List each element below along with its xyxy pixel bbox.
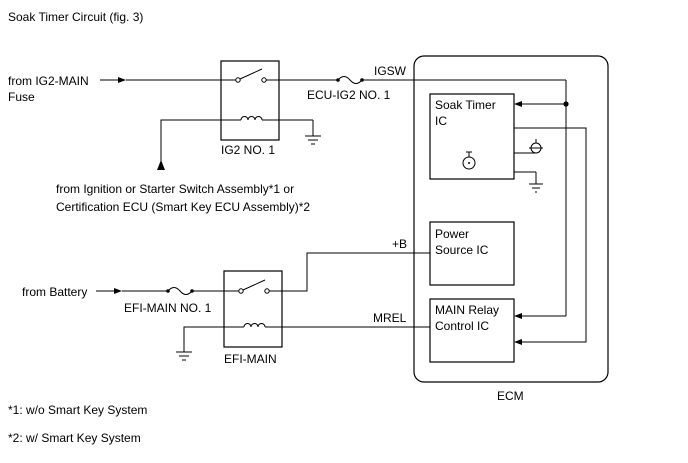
signal-igsw-label: IGSW — [374, 64, 407, 78]
soak-timer-ic-label-line2: IC — [435, 114, 447, 128]
source-ignition-label-line2: Certification ECU (Smart Key ECU Assembl… — [56, 200, 310, 214]
note-2: *2: w/ Smart Key System — [8, 431, 141, 445]
soak-timer-output-arrow — [514, 339, 522, 345]
timer-icon — [462, 151, 476, 170]
signal-mrel-label: MREL — [373, 311, 407, 325]
source-ig2-main-label-fuse: Fuse — [8, 90, 35, 104]
power-supply-icon — [529, 139, 543, 154]
igsw-to-soak-timer-arrow — [514, 101, 522, 107]
efi-main-fuse-icon — [167, 287, 193, 295]
ground-icon — [176, 351, 192, 361]
source-battery-label: from Battery — [22, 285, 87, 299]
battery-input-arrow — [96, 288, 122, 294]
note-1: *1: w/o Smart Key System — [8, 403, 147, 417]
power-source-ic-box — [429, 221, 515, 286]
ecm-label: ECM — [497, 389, 524, 403]
ground-icon — [529, 172, 543, 193]
ig2-relay-label: IG2 NO. 1 — [221, 143, 275, 157]
ig2-main-input-arrow — [100, 77, 126, 83]
efi-main-fuse-label: EFI-MAIN NO. 1 — [124, 301, 212, 315]
wire-soak-timer-output — [514, 127, 587, 343]
diagram-title: Soak Timer Circuit (fig. 3) — [8, 10, 143, 24]
ig2-relay-coil-icon — [240, 116, 263, 121]
wire-efi-coil-to-ground — [183, 326, 224, 352]
main-relay-control-ic-box — [429, 298, 515, 363]
wire-plus-b — [282, 252, 414, 292]
source-ig2-main-label: from IG2-MAIN — [8, 74, 89, 88]
igsw-to-main-relay-arrow — [514, 313, 522, 319]
efi-relay-coil-icon — [243, 323, 266, 328]
ecu-ig2-fuse-icon — [337, 76, 363, 84]
ig2-relay — [220, 60, 280, 141]
ground-icon — [305, 120, 321, 145]
main-relay-control-ic-label-line1: MAIN Relay — [435, 303, 499, 317]
ignition-source-arrow — [157, 160, 165, 170]
wire-ignition-source — [160, 119, 221, 168]
power-source-ic-label-line1: Power — [435, 227, 469, 241]
source-ignition-label-line1: from Ignition or Starter Switch Assembly… — [56, 182, 294, 196]
signal-plus-b-label: +B — [392, 237, 407, 251]
ecu-ig2-fuse-label: ECU-IG2 NO. 1 — [307, 88, 391, 102]
power-source-ic-label-line2: Source IC — [435, 243, 489, 257]
efi-main-relay-label: EFI-MAIN — [224, 352, 277, 366]
efi-main-relay — [223, 270, 283, 348]
main-relay-control-ic-label-line2: Control IC — [435, 319, 489, 333]
soak-timer-ic-label-line1: Soak Timer — [435, 98, 496, 112]
